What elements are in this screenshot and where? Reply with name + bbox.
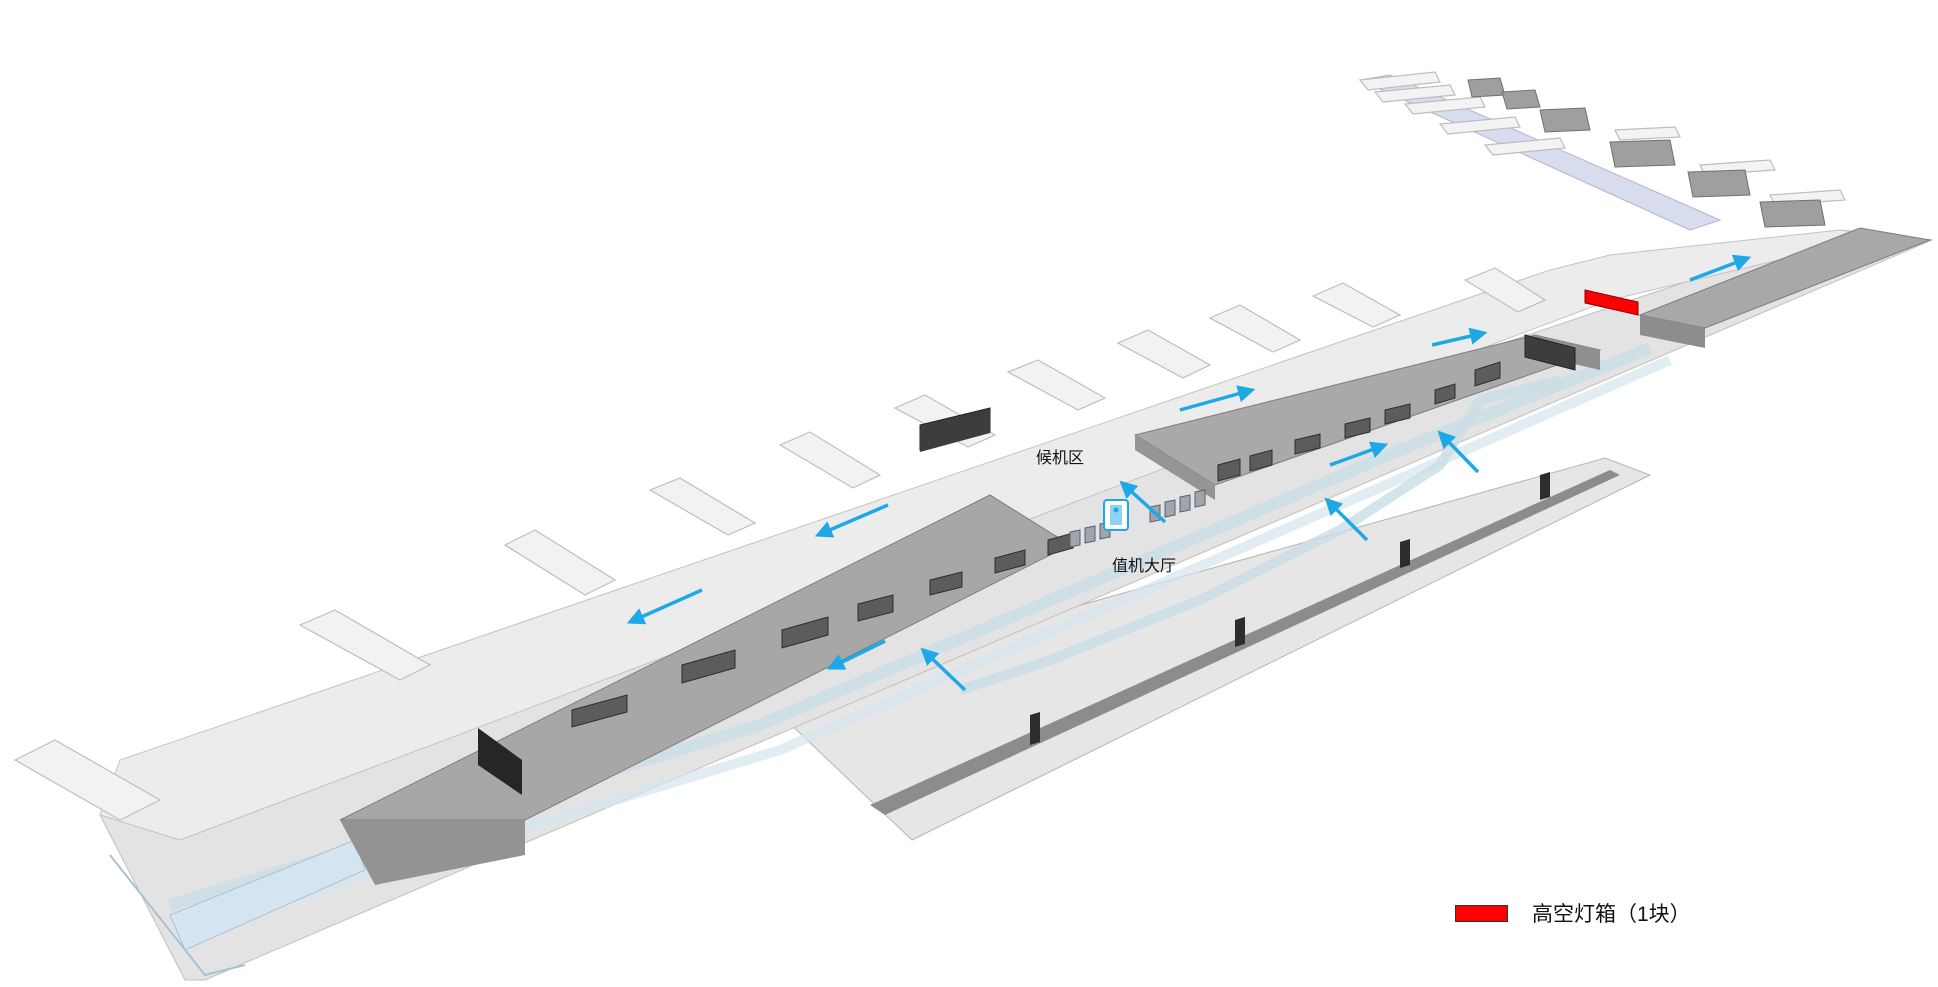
pier-block-3 [1539,107,1591,133]
ramp-guard-line [958,375,1562,695]
main-building-front [340,820,525,885]
jet-bridge-1 [13,739,162,821]
flow-arrow-2 [626,588,703,625]
pier-block-6 [1759,199,1826,228]
checkin-panels [1217,361,1501,482]
jet-bridge-4 [648,477,757,536]
flow-arrow-3 [826,639,886,670]
legend: 高空灯箱（1块） [1455,898,1691,928]
pier-block-5 [1687,169,1751,198]
flow-arrow-8 [1324,497,1369,542]
pier-block-2 [1501,89,1541,110]
pier-jet-bridges [1358,71,1846,206]
waiting-area-label: 候机区 [1036,450,1085,467]
upper-walkway [99,229,1881,841]
checkin-hall-label: 值机大厅 [1112,558,1177,575]
north-pier [1358,74,1722,231]
pier-block-1 [1467,77,1506,98]
security-gate-icon [1103,499,1129,531]
flow-arrow-7 [1329,441,1389,467]
jet-bridge-11 [1463,267,1547,313]
pier-block-4 [1609,139,1676,168]
building-panels [571,532,1074,728]
end-dark-panel [1524,334,1576,371]
pier-gate-blocks [1467,77,1826,228]
flow-arrows [626,254,1752,692]
jet-bridge-8 [1116,329,1212,379]
jet-bridge-7 [1006,359,1107,411]
left-ramp-lower-edge [109,854,246,977]
jet-bridge-3 [503,529,617,596]
flow-arrow-10 [1431,327,1488,347]
legend-label: 高空灯箱（1块） [1532,903,1691,926]
flow-arrow-6 [1179,385,1256,412]
flow-arrow-5 [1119,480,1167,524]
jet-bridge-5 [778,431,882,489]
forecourt-panels [1030,472,1550,745]
east-end-block-top [1638,227,1932,329]
checkin-building-front [1135,435,1215,500]
jet-bridge-9 [1208,304,1302,353]
flow-arrow-1 [814,503,889,538]
jet-bridge-2 [298,609,432,681]
tall-dark-panel [478,728,522,795]
flow-arrow-11 [1689,254,1752,282]
left-glass-ramp [169,839,366,951]
legend-swatch-lightbox [1455,904,1508,922]
east-end-block-side [1640,315,1705,348]
high-altitude-lightbox [1584,289,1639,316]
waiting-area-sign [920,411,990,452]
flow-arrow-4 [920,647,967,692]
security-gates [1069,489,1206,548]
flow-arrow-9 [1437,430,1480,474]
jet-bridge-10 [1311,282,1402,328]
